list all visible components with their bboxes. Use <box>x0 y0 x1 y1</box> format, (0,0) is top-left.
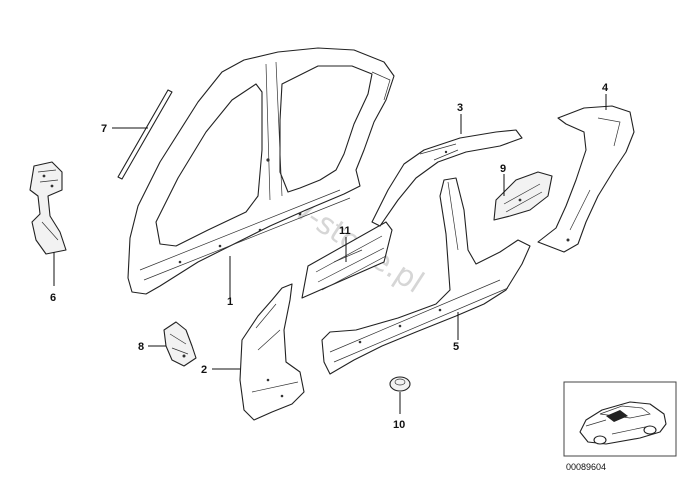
part-10-grommet[interactable] <box>389 376 411 392</box>
part-5-side-lower[interactable] <box>321 177 531 375</box>
part-8-bracket[interactable] <box>163 321 197 367</box>
callout-7: 7 <box>101 123 107 135</box>
callout-6: 6 <box>50 292 56 304</box>
callout-5: 5 <box>453 341 459 353</box>
callout-3: 3 <box>457 102 463 114</box>
part-3-roof-rail[interactable] <box>371 129 523 227</box>
leader-lines <box>53 94 607 414</box>
part-6-bracket[interactable] <box>29 161 67 255</box>
callout-8: 8 <box>138 341 144 353</box>
part-9-bracket[interactable] <box>493 171 553 221</box>
callout-9: 9 <box>500 163 506 175</box>
callout-4: 4 <box>602 82 609 94</box>
callout-11: 11 <box>339 225 351 237</box>
part-11-sill-panel[interactable] <box>301 221 393 299</box>
reference-number: 00089604 <box>566 462 606 472</box>
callout-10: 10 <box>393 419 405 431</box>
part-1-side-frame[interactable] <box>127 47 395 295</box>
part-4-rear-quarter[interactable] <box>537 105 635 253</box>
car-icon <box>579 401 667 445</box>
part-2-pillar-reinforcement[interactable] <box>239 283 305 421</box>
callout-2: 2 <box>201 364 207 376</box>
part-7-trim-strip[interactable] <box>117 89 173 180</box>
car-inset: 00089604 <box>563 381 677 472</box>
callout-1: 1 <box>227 296 233 308</box>
